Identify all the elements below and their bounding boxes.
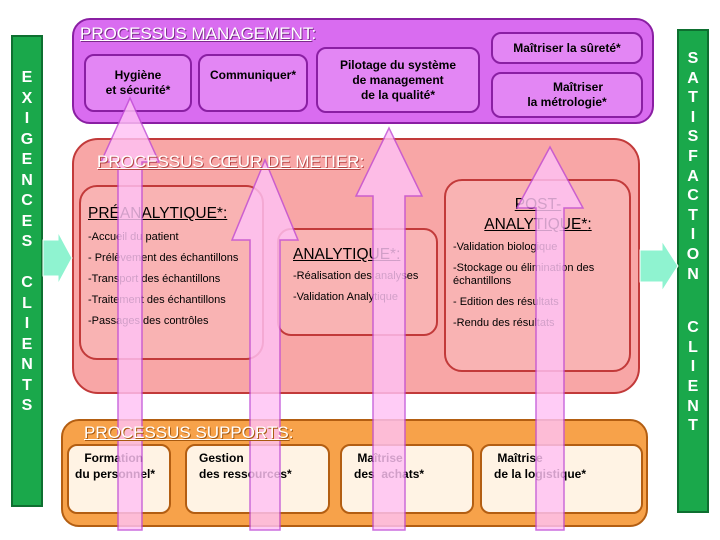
left-bar-letter: X — [21, 89, 33, 107]
supports-title: PROCESSUS SUPPORTS: — [84, 423, 294, 442]
management-title: PROCESSUS MANAGEMENT: — [80, 24, 317, 43]
communiquer-box: Communiquer* — [198, 54, 308, 112]
left-bar-letter: S — [21, 233, 33, 250]
left-bar-letter: I — [24, 110, 30, 127]
left-bar-letter: C — [21, 274, 33, 291]
surete-box: Maîtriser la sûreté* — [491, 32, 643, 64]
right-bar-letter: I — [690, 226, 696, 244]
right-bar-letter: L — [688, 338, 698, 356]
right-bar-letter: C — [687, 187, 699, 205]
left-bar-letter: E — [21, 69, 33, 86]
right-bar-letter: N — [687, 265, 699, 283]
up-arrow-icon — [515, 145, 585, 531]
satisfaction-client-bar: S A T I S F A C T I O N C L I E N T — [677, 29, 709, 513]
left-bar-letter: L — [22, 294, 32, 312]
right-bar-letter: E — [687, 377, 699, 395]
right-bar-letter: S — [687, 50, 699, 67]
left-bar-letter: E — [21, 335, 33, 353]
list-item: -Rendu des résultats — [453, 317, 555, 329]
right-bar-letter: S — [687, 128, 699, 146]
input-arrow-icon — [42, 231, 73, 285]
analytique-title: ANALYTIQUE* — [293, 246, 397, 263]
output-arrow-icon — [639, 239, 679, 293]
right-bar-letter: I — [690, 358, 696, 376]
up-arrow-icon — [230, 158, 300, 531]
right-bar-letter: N — [687, 397, 699, 415]
right-bar-letter: T — [688, 417, 698, 435]
up-arrow-icon — [99, 96, 161, 531]
right-bar-letter: I — [690, 108, 696, 126]
right-bar-letter: C — [687, 319, 699, 337]
right-bar-letter: T — [688, 89, 698, 107]
left-bar-letter: E — [21, 212, 33, 230]
right-bar-letter: A — [687, 167, 699, 185]
left-bar-letter: S — [21, 397, 33, 414]
left-bar-letter: N — [21, 356, 33, 373]
preanalytique-box: PRÉANALYTIQUE*: -Accueil du patient - Pr… — [79, 185, 264, 360]
exigences-clients-bar: E X I G E N C E S C L I E N T S — [11, 35, 43, 507]
left-bar-letter: T — [22, 376, 32, 394]
list-item: -Validation biologique — [453, 241, 558, 253]
core-title: PROCESSUS CŒUR DE METIER: — [97, 152, 365, 171]
left-bar-letter: G — [20, 130, 34, 148]
right-bar-letter: O — [686, 245, 700, 263]
right-bar-letter: F — [688, 147, 698, 165]
list-item: -Validation Analytique — [293, 291, 398, 303]
analytique-box: ANALYTIQUE*: -Réalisation des analyses -… — [277, 228, 438, 336]
left-bar-letter: E — [21, 151, 33, 168]
left-bar-letter: N — [21, 171, 33, 189]
up-arrow-icon — [354, 126, 424, 531]
right-bar-letter: T — [688, 206, 698, 224]
right-bar-letter: A — [687, 69, 699, 87]
left-bar-letter: C — [21, 192, 33, 209]
list-item: - Edition des résultats — [453, 296, 559, 308]
left-bar-letter: I — [24, 315, 30, 332]
